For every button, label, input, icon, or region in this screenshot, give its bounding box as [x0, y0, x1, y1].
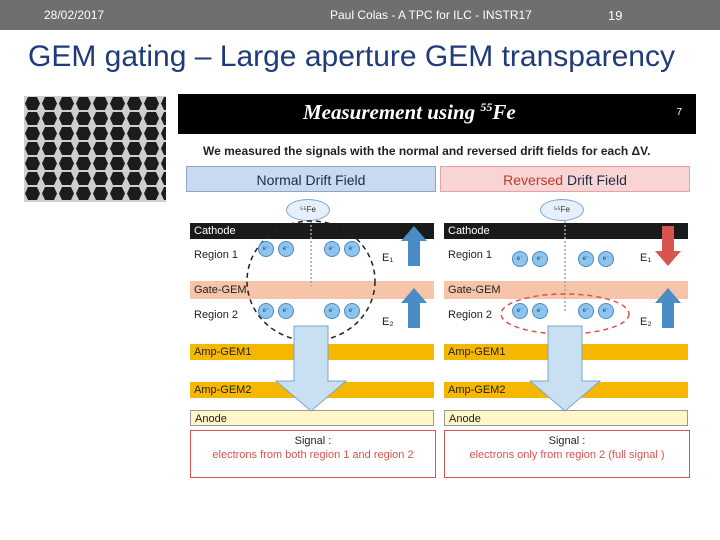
- electron-icon: e⁻: [258, 303, 274, 319]
- date-label: 28/02/2017: [44, 8, 105, 22]
- cathode-layer: Cathode: [444, 223, 688, 239]
- electron-icon: e⁻: [598, 303, 614, 319]
- reversed-drift-panel: Reversed Drift Field ⁵⁵Fe Cathode Region…: [440, 166, 690, 478]
- reversed-signal-box: Signal : electrons only from region 2 (f…: [444, 430, 690, 478]
- electron-icon: e⁻: [324, 241, 340, 257]
- normal-drift-heading: Normal Drift Field: [186, 166, 436, 192]
- electron-icon: e⁻: [324, 303, 340, 319]
- embedded-slide-title: Measurement using 55Fe: [303, 100, 516, 124]
- electron-icon: e⁻: [578, 303, 594, 319]
- ionization-region-ellipse: [246, 220, 376, 342]
- electron-icon: e⁻: [578, 251, 594, 267]
- normal-diagram-graphics: [246, 220, 427, 412]
- slide-title: GEM gating – Large aperture GEM transpar…: [28, 40, 675, 73]
- electron-icon: e⁻: [344, 241, 360, 257]
- e1-label: E₁: [640, 252, 652, 264]
- region2-label: Region 2: [194, 309, 239, 321]
- intro-text: We measured the signals with the normal …: [203, 144, 651, 158]
- page-number: 19: [608, 8, 623, 23]
- region2-label: Region 2: [448, 309, 493, 321]
- electron-icon: e⁻: [258, 241, 274, 257]
- reversed-drift-heading: Reversed Drift Field: [440, 166, 690, 192]
- signal-title: Signal :: [548, 435, 586, 447]
- signal-title: Signal :: [294, 435, 332, 447]
- gem-honeycomb-image: [24, 96, 166, 202]
- drift-down-arrow-icon: [528, 325, 602, 412]
- slide-header-bar: 28/02/2017 Paul Colas - A TPC for ILC - …: [0, 0, 720, 30]
- anode-layer: Anode: [190, 410, 434, 426]
- e2-arrow-up-icon: [655, 288, 681, 328]
- e2-label: E₂: [640, 316, 652, 328]
- electron-icon: e⁻: [532, 303, 548, 319]
- electron-icon: e⁻: [344, 303, 360, 319]
- e1-label: E₁: [382, 252, 394, 264]
- fe55-source: ⁵⁵Fe: [540, 199, 584, 221]
- electron-icon: e⁻: [532, 251, 548, 267]
- electron-icon: e⁻: [598, 251, 614, 267]
- presentation-title: Paul Colas - A TPC for ILC - INSTR17: [330, 8, 532, 22]
- embedded-slide: Measurement using 55Fe 7 We measured the…: [178, 94, 696, 478]
- signal-description: electrons only from region 2 (full signa…: [469, 449, 665, 461]
- e1-arrow-down-icon: [655, 226, 681, 266]
- electron-icon: e⁻: [512, 251, 528, 267]
- normal-drift-panel: Normal Drift Field ⁵⁵Fe Cathode Region 1…: [186, 166, 436, 478]
- region2-ellipse: [500, 293, 630, 335]
- region1-label: Region 1: [448, 249, 493, 261]
- honeycomb-pattern: [24, 96, 166, 202]
- electron-icon: e⁻: [278, 241, 294, 257]
- electron-icon: e⁻: [278, 303, 294, 319]
- e1-arrow-up-icon: [401, 226, 427, 266]
- normal-signal-box: Signal : electrons from both region 1 an…: [190, 430, 436, 478]
- electron-icon: e⁻: [512, 303, 528, 319]
- embedded-slide-number: 7: [676, 107, 682, 118]
- embedded-slide-header: Measurement using 55Fe 7: [178, 94, 696, 134]
- cathode-layer: Cathode: [190, 223, 434, 239]
- drift-down-arrow-icon: [274, 325, 348, 412]
- reversed-diagram-graphics: [500, 221, 681, 412]
- signal-description: electrons from both region 1 and region …: [212, 449, 414, 461]
- gate-gem-layer: Gate-GEM: [444, 281, 688, 299]
- e2-label: E₂: [382, 316, 394, 328]
- e2-arrow-up-icon: [401, 288, 427, 328]
- region1-label: Region 1: [194, 249, 239, 261]
